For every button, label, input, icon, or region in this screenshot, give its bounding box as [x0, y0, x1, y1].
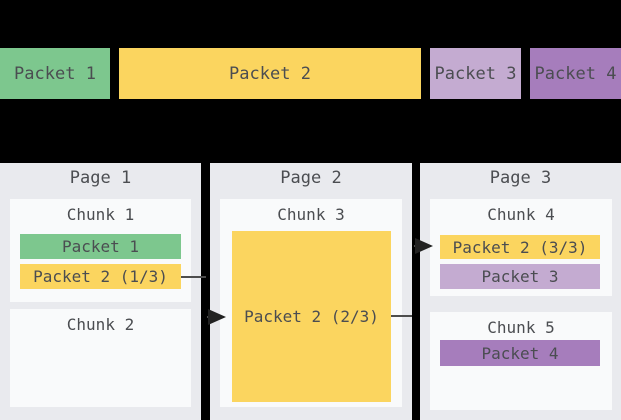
chunk-1-packet-1: Packet 1: [20, 234, 181, 259]
chunk-4-packet-3-label: Packet 3: [481, 267, 559, 286]
chunk-4-box: Chunk 4 Packet 2 (3/3) Packet 3: [430, 199, 612, 296]
chunk-2-label: Chunk 2: [66, 315, 135, 334]
chunk-3-label: Chunk 3: [277, 205, 345, 224]
chunk-4-packet-2-part3: Packet 2 (3/3): [440, 235, 600, 259]
chunk-5-label: Chunk 5: [487, 318, 555, 337]
page-3-title: Page 3: [489, 168, 552, 188]
chunk-2-box: Chunk 2: [10, 309, 191, 407]
chunk-4-packet-2-part3-label: Packet 2 (3/3): [452, 237, 588, 257]
page-1-title: Page 1: [69, 168, 132, 188]
chunk-3-packet-2-part2-label: Packet 2 (2/3): [244, 307, 379, 326]
chunk-4-packet-3: Packet 3: [440, 264, 600, 289]
chunk-1-packet-2-part1-label: Packet 2 (1/3): [33, 267, 168, 286]
stream-packet-3-label: Packet 3: [434, 63, 517, 84]
stream-packet-1-label: Packet 1: [14, 63, 96, 84]
chunk-1-label: Chunk 1: [66, 205, 135, 224]
stream-packet-1: Packet 1: [0, 48, 110, 99]
chunk-5-packet-4: Packet 4: [440, 340, 600, 366]
chunk-3-packet-2-part2: Packet 2 (2/3): [232, 231, 391, 402]
page-3-panel: Page 3 Chunk 4 Packet 2 (3/3) Packet 3 C…: [420, 163, 621, 420]
chunk-5-box: Chunk 5 Packet 4: [430, 312, 612, 410]
chunk-5-packet-4-label: Packet 4: [481, 343, 559, 363]
page-1-panel: Page 1 Chunk 1 Packet 1 Packet 2 (1/3) C…: [0, 163, 201, 420]
chunk-1-packet-2-part1: Packet 2 (1/3): [20, 264, 181, 289]
page-2-panel: Page 2 Chunk 3 Packet 2 (2/3): [210, 163, 412, 420]
stream-packet-2-label: Packet 2: [229, 63, 311, 84]
stream-packet-2: Packet 2: [119, 48, 421, 99]
chunk-1-box: Chunk 1 Packet 1 Packet 2 (1/3): [10, 199, 191, 302]
chunk-1-packet-1-label: Packet 1: [61, 237, 140, 256]
chunk-3-box: Chunk 3 Packet 2 (2/3): [220, 199, 402, 407]
stream-packet-4-label: Packet 4: [534, 63, 617, 84]
chunk-4-label: Chunk 4: [487, 205, 555, 224]
page-2-title: Page 2: [280, 168, 342, 188]
stream-packet-4: Packet 4: [530, 48, 621, 99]
stream-packet-3: Packet 3: [430, 48, 521, 99]
